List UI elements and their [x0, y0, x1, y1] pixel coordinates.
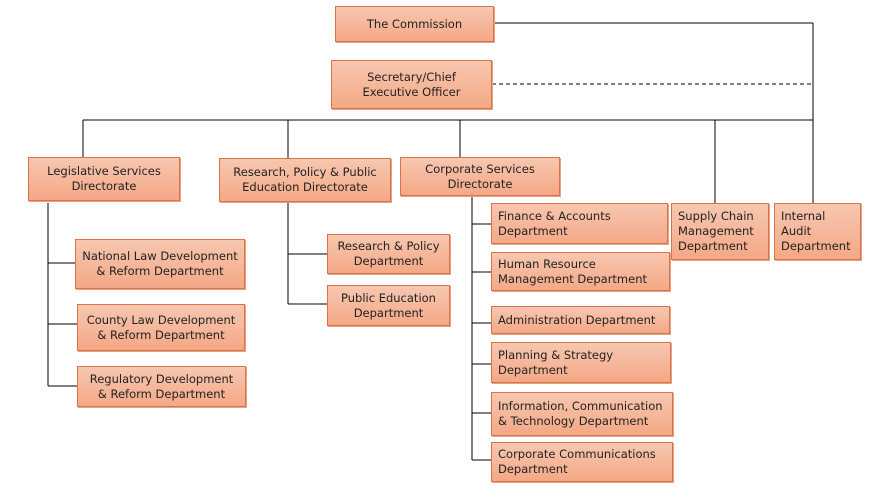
planning-strategy-department-box: Planning & Strategy Department	[491, 342, 671, 383]
commission-box: The Commission	[335, 6, 494, 42]
research-policy-department-box: Research & Policy Department	[327, 234, 450, 274]
corporate-communications-department-box: Corporate Communications Department	[491, 442, 673, 482]
research-directorate-box: Research, Policy & Public Education Dire…	[219, 158, 391, 202]
supply-chain-department-box: Supply Chain Management Department	[671, 203, 769, 260]
regulatory-department-box: Regulatory Development & Reform Departme…	[77, 366, 246, 407]
legislative-directorate-box: Legislative Services Directorate	[28, 157, 180, 201]
public-education-department-box: Public Education Department	[327, 285, 450, 326]
human-resource-department-box: Human Resource Management Department	[491, 252, 670, 291]
national-law-department-box: National Law Development & Reform Depart…	[75, 239, 245, 289]
ceo-box: Secretary/Chief Executive Officer	[331, 60, 492, 109]
administration-department-box: Administration Department	[491, 306, 670, 334]
internal-audit-department-box: Internal Audit Department	[774, 203, 861, 260]
county-law-department-box: County Law Development & Reform Departme…	[77, 304, 245, 351]
finance-department-box: Finance & Accounts Department	[491, 203, 668, 244]
ict-department-box: Information, Communication & Technology …	[491, 392, 673, 436]
corporate-directorate-box: Corporate Services Directorate	[400, 157, 560, 196]
